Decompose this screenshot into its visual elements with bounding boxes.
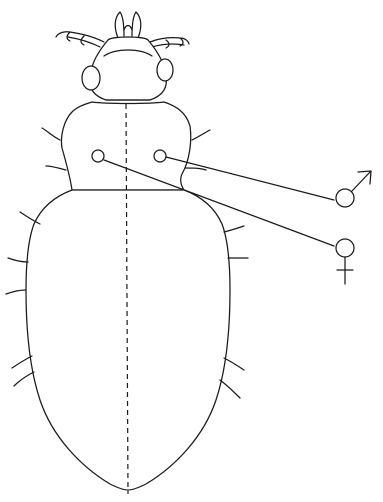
male-symbol-icon: [336, 171, 371, 207]
right-antenna: [150, 38, 189, 48]
left-pore: [92, 150, 104, 162]
left-antenna: [56, 32, 104, 47]
left-eye: [82, 66, 100, 90]
right-pore: [154, 150, 166, 162]
head: [82, 37, 173, 100]
right-thoracic-seta: [192, 130, 210, 140]
right-eye: [157, 59, 173, 81]
mouthparts: [115, 12, 141, 38]
elytra: [26, 190, 230, 490]
female-symbol-icon: [336, 239, 354, 284]
left-thoracic-seta: [42, 128, 60, 140]
